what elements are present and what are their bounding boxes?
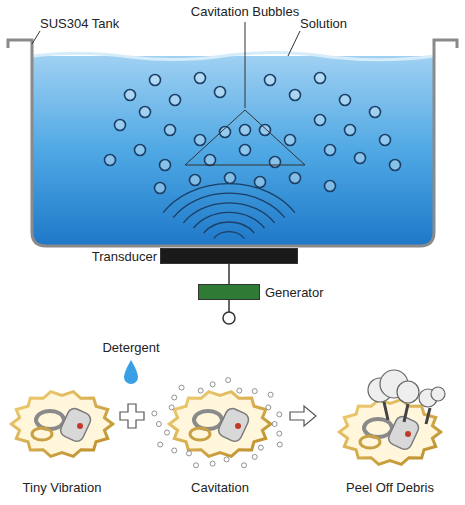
label-text: Cavitation Bubbles [191, 4, 299, 19]
bubble [390, 160, 401, 171]
bubble [270, 157, 281, 168]
bubble [345, 125, 356, 136]
bubble [105, 155, 116, 166]
bubble [125, 90, 136, 101]
bubble [315, 115, 326, 126]
jewelry-tray [152, 378, 282, 468]
wave-arc [173, 193, 284, 218]
bubble [155, 183, 166, 194]
bubble [140, 107, 151, 118]
wave-arc [183, 203, 274, 223]
bubble [325, 181, 336, 192]
node-label: Transducer [92, 249, 157, 264]
bubble [355, 153, 366, 164]
plus-sign [120, 404, 144, 428]
generator-box: Generator [198, 284, 260, 300]
bubble [240, 125, 251, 136]
bubble [165, 125, 176, 136]
bubble [160, 160, 171, 171]
jewelry-tray [11, 392, 113, 457]
bubble [290, 173, 301, 184]
bubble [195, 135, 206, 146]
bubble [115, 120, 126, 131]
bubble [260, 125, 271, 136]
bubble [290, 90, 301, 101]
bubble [215, 87, 226, 98]
bubble [285, 135, 296, 146]
leader-line [288, 31, 300, 56]
cable-line [228, 264, 230, 284]
tank [8, 40, 457, 246]
cavitation-bubbles [105, 73, 401, 194]
arrow-sign [290, 406, 316, 426]
bubble [150, 75, 161, 86]
node-label: Generator [265, 285, 324, 300]
bubble [240, 145, 251, 156]
label-text: Tiny Vibration [23, 480, 102, 495]
jewelry-tray [339, 370, 445, 464]
power-plug [223, 312, 235, 324]
wave-arc [204, 222, 255, 233]
bubble [315, 73, 326, 84]
bubble [135, 145, 146, 156]
bubble [255, 177, 266, 188]
label-text: Cavitation [191, 480, 249, 495]
bubble [265, 75, 276, 86]
ultrasonic-waves [163, 184, 295, 239]
label-text: Detergent [102, 340, 159, 355]
bubble [170, 95, 181, 106]
tank-wall [8, 40, 457, 246]
bubble [380, 135, 391, 146]
bubble [205, 155, 216, 166]
bubble [190, 175, 201, 186]
bubble [225, 173, 236, 184]
bubble [325, 145, 336, 156]
jewelry-items [11, 370, 445, 468]
bubble [370, 107, 381, 118]
label-text: SUS304 Tank [40, 16, 119, 31]
leader-line [185, 22, 305, 165]
bubble [195, 73, 206, 84]
label-text: Peel Off Debris [346, 480, 434, 495]
leader-line [32, 31, 40, 44]
detergent-drop [124, 360, 138, 384]
water-surface [32, 52, 434, 59]
power-cord [228, 300, 230, 312]
wave-arc [163, 184, 295, 213]
solution-fill [32, 56, 434, 246]
label-text: Solution [300, 16, 347, 31]
wave-arc [194, 212, 265, 228]
transducer-bar: Transducer [160, 248, 298, 264]
bubble [340, 95, 351, 106]
wave-arc [214, 232, 244, 239]
